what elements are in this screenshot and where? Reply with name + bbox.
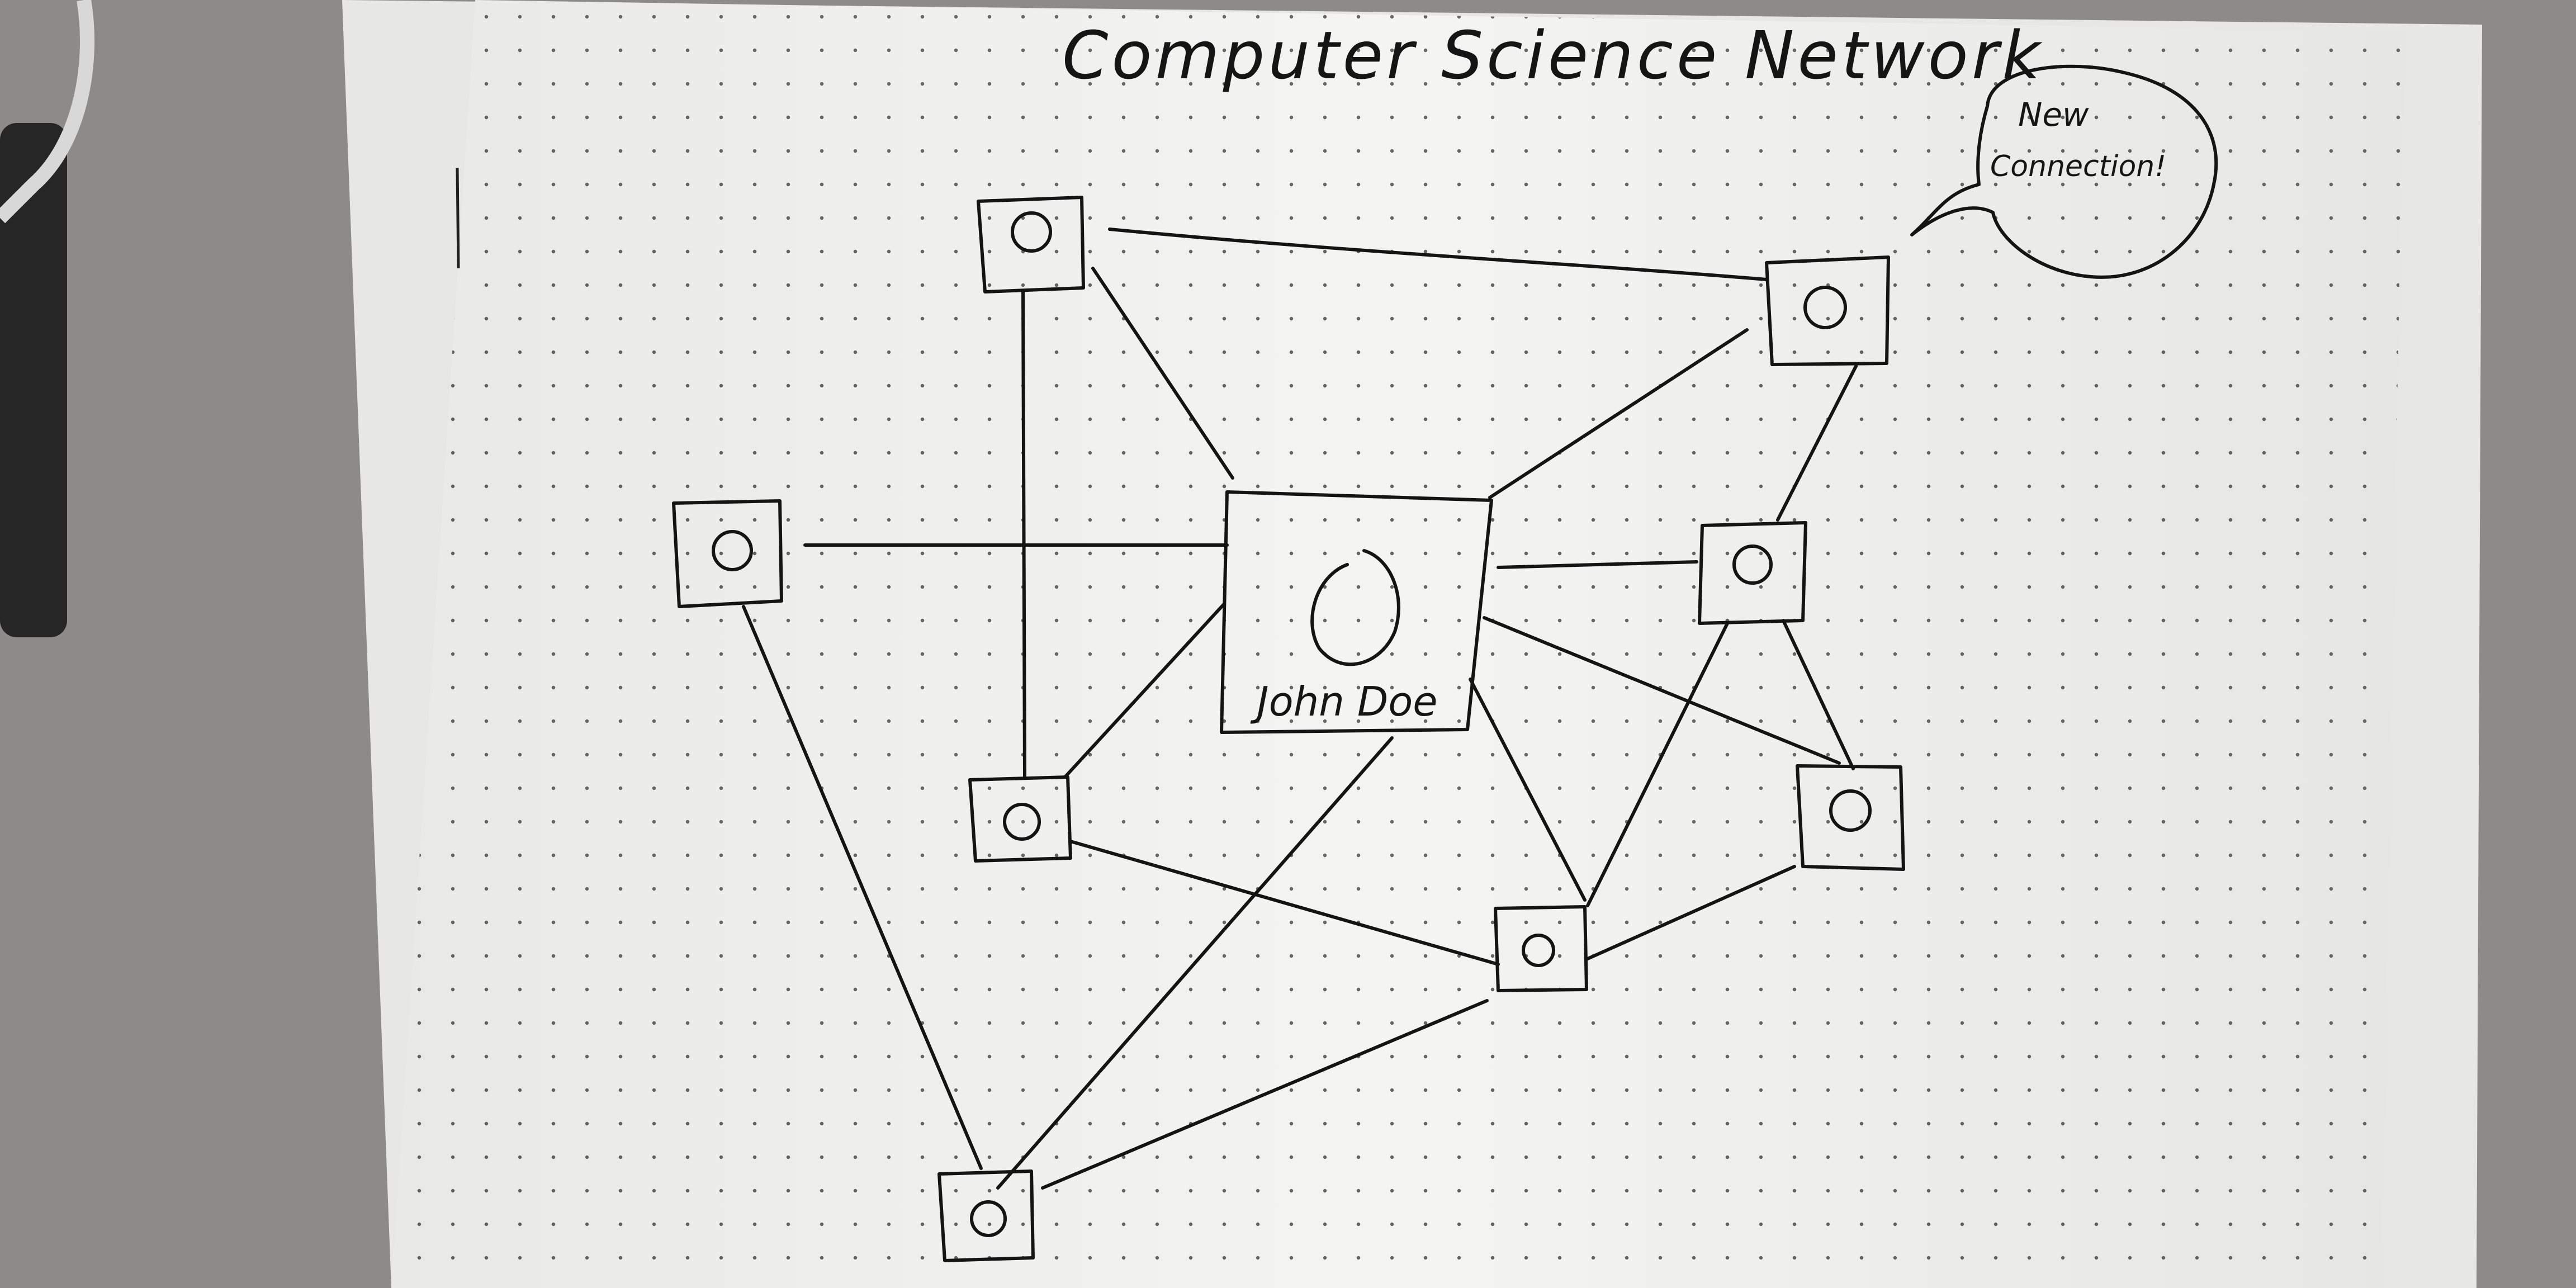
node-n6 — [1796, 764, 1905, 871]
node-n3 — [672, 499, 783, 608]
cable — [0, 0, 94, 224]
callout-text-line1: New — [2018, 96, 2089, 134]
device-edge — [0, 123, 67, 637]
edge-john-n4 — [1497, 560, 1698, 569]
dot-grid — [391, 0, 2404, 1288]
edge-n1-n2 — [1108, 228, 1768, 281]
edge-n1-n5 — [1021, 289, 1026, 779]
edge-n2-john — [1488, 328, 1749, 499]
edge-n1-john — [1091, 267, 1234, 480]
node-n1 — [977, 196, 1085, 293]
edge-n5-n7 — [1069, 840, 1500, 966]
edges — [742, 228, 1858, 1190]
node-n2 — [1765, 255, 1890, 366]
edge-n6-n7 — [1586, 865, 1796, 960]
callout-bubble: New Connection! — [1910, 64, 2218, 279]
edge-n7-n9 — [1041, 999, 1489, 1190]
edge-john-n9 — [996, 736, 1394, 1190]
edge-n2-n4 — [1776, 364, 1858, 522]
node-john: John Doe — [1220, 490, 1493, 734]
node-n7 — [1494, 905, 1588, 992]
node-john-label: John Doe — [1250, 678, 1437, 725]
node-n9 — [937, 1169, 1035, 1262]
paper-margin-mark — [456, 167, 460, 269]
edge-john-n7 — [1469, 678, 1587, 902]
node-n5 — [968, 775, 1072, 863]
edge-n4-n7 — [1586, 622, 1729, 907]
edge-john-n5 — [1063, 602, 1226, 779]
node-n4 — [1698, 521, 1807, 625]
edge-john-n6 — [1483, 616, 1841, 765]
edge-n4-n6 — [1782, 619, 1855, 770]
callout-text-line2: Connection! — [1990, 150, 2166, 183]
edge-n3-n9 — [742, 605, 983, 1170]
diagram-title: Computer Science Network — [1062, 17, 2044, 94]
